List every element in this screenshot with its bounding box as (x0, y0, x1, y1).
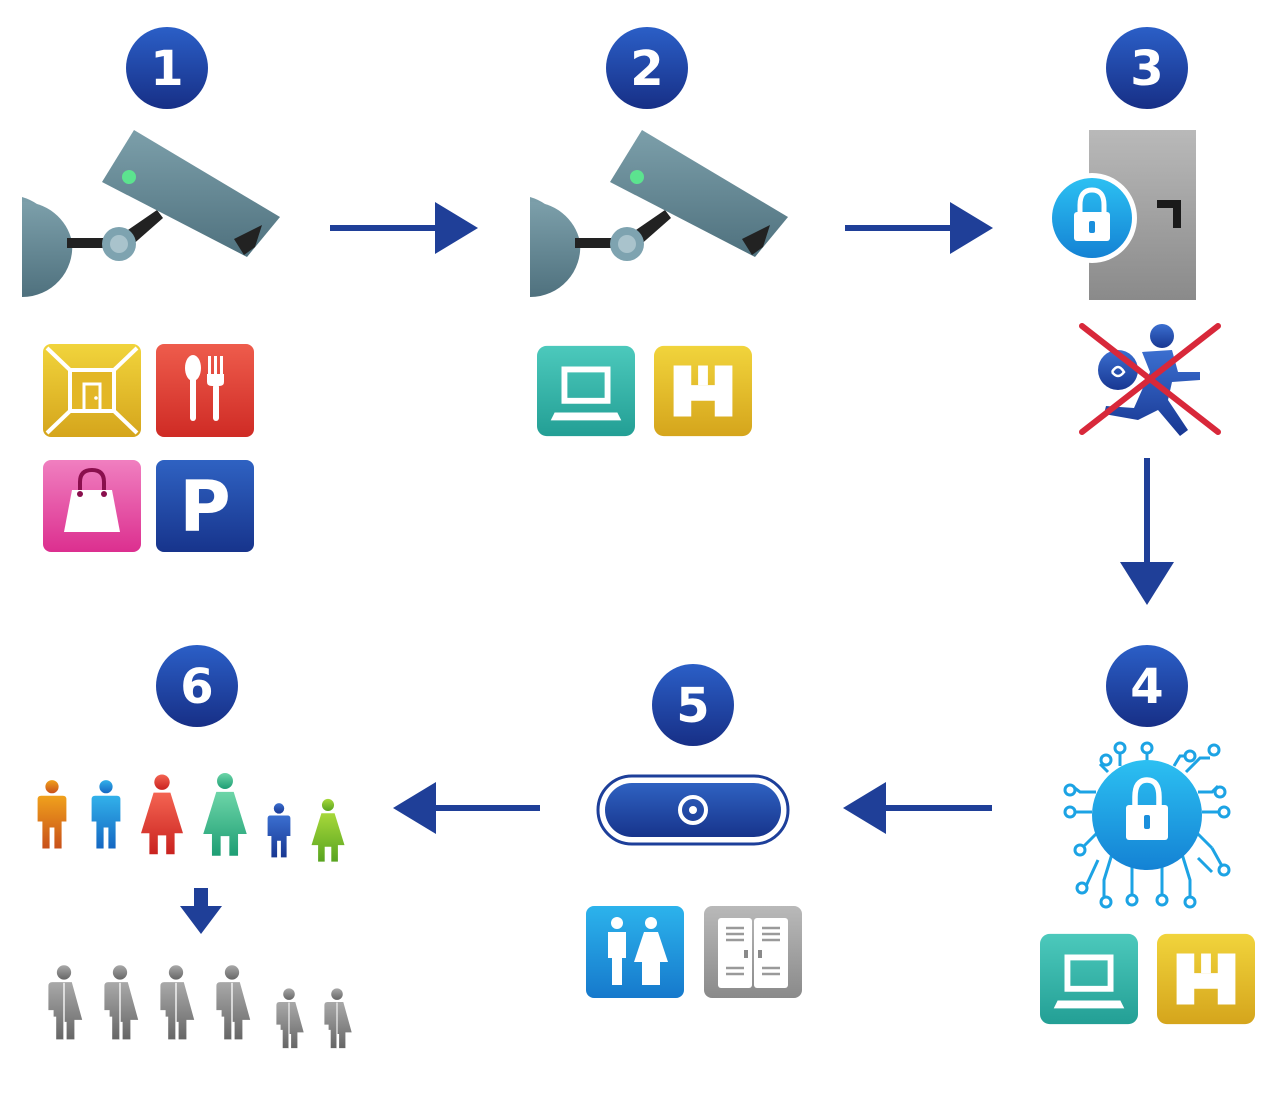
locked-door-icon (1047, 130, 1196, 300)
arrow-3-to-4 (1120, 458, 1174, 605)
step-3-badge: 3 (1106, 27, 1188, 109)
svg-text:3: 3 (1130, 41, 1163, 97)
step-2-badge: 2 (606, 27, 688, 109)
arrow-4-to-5 (843, 782, 992, 834)
digital-lock-icon (1063, 741, 1231, 909)
svg-text:1: 1 (150, 41, 183, 97)
office-icon (1040, 934, 1138, 1024)
shop-icon (43, 460, 141, 552)
step-4-badge: 4 (1106, 645, 1188, 727)
restroom-icon (586, 906, 684, 998)
digital-lock-core (1092, 760, 1202, 870)
svg-text:2: 2 (630, 41, 663, 97)
arrow-5-to-6 (393, 782, 540, 834)
parking-icon: P (156, 460, 254, 552)
warehouse-icon (1157, 933, 1255, 1025)
arrow-1-to-2 (330, 202, 478, 254)
svg-text:P: P (179, 466, 230, 548)
arrow-2-to-3 (845, 202, 993, 254)
office-icon (537, 346, 635, 436)
arrow-down-small (180, 888, 222, 934)
security-camera-icon (22, 130, 280, 298)
no-thief-icon (1079, 323, 1221, 436)
privacy-camera-icon (596, 774, 790, 846)
svg-text:5: 5 (676, 678, 709, 734)
warehouse-icon (654, 345, 752, 437)
step-5-badge: 5 (652, 664, 734, 746)
lobby-icon (43, 344, 141, 437)
people-icon (37, 773, 345, 862)
anonymized-people-icon (47, 964, 353, 1049)
svg-text:6: 6 (180, 659, 213, 715)
locker-room-icon (704, 906, 802, 998)
security-camera-icon (530, 130, 788, 298)
step-1-badge: 1 (126, 27, 208, 109)
svg-text:4: 4 (1130, 659, 1163, 715)
restaurant-icon (156, 344, 254, 437)
step-6-badge: 6 (156, 645, 238, 727)
